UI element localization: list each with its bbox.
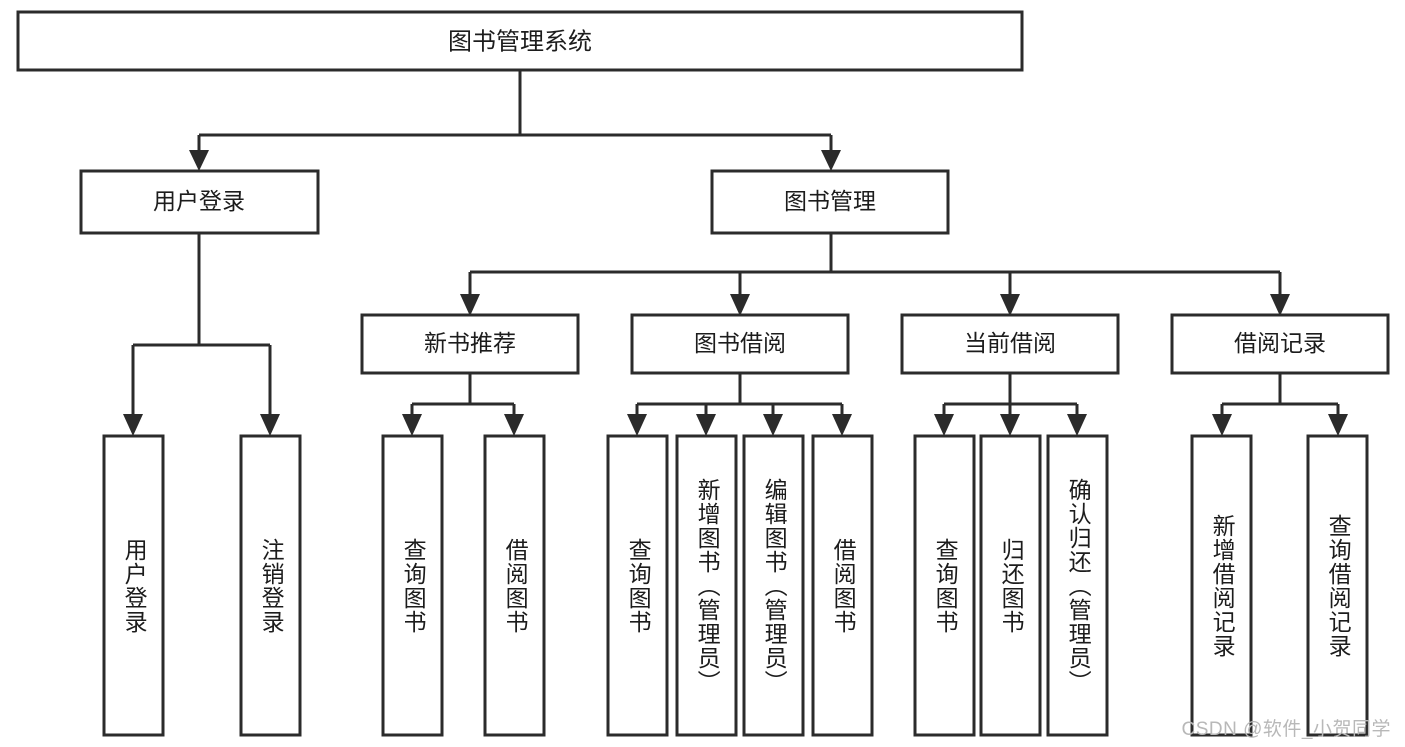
arrow-head-borrowrecord-leaf-2 (1328, 414, 1348, 436)
arrow-head-borrow-record (1270, 294, 1290, 316)
leaf-box-borrow-add-book[interactable] (675, 434, 738, 737)
node-root-system[interactable]: 图书管理系统 (16, 10, 1024, 72)
node-root-system-box[interactable] (16, 10, 1024, 72)
node-borrow-record-box[interactable] (1170, 313, 1390, 375)
arrow-head-currentborrow-leaf-2 (1000, 414, 1020, 436)
arrow-head-bookborrow-leaf-3 (763, 414, 783, 436)
arrow-head-newbook-leaf-2 (504, 414, 524, 436)
arrow-head-book-manage (821, 150, 841, 171)
leaf-box-newbook-query-book[interactable] (381, 434, 444, 737)
arrow-head-borrowrecord-leaf-1 (1212, 414, 1232, 436)
node-current-borrow-box[interactable] (900, 313, 1120, 375)
node-user-login-box[interactable] (79, 169, 320, 235)
arrow-head-user-login (189, 150, 209, 171)
node-book-manage-box[interactable] (710, 169, 950, 235)
arrow-head-bookborrow-leaf-4 (832, 414, 852, 436)
leaf-box-logout[interactable] (239, 434, 302, 737)
leaf-box-current-return-book[interactable] (979, 434, 1042, 737)
arrow-head-new-book-recommend (460, 294, 480, 316)
leaf-box-borrow-borrow-book[interactable] (811, 434, 874, 737)
leaf-box-borrow-query-book[interactable] (606, 434, 669, 737)
node-borrow-record[interactable]: 借阅记录 (1170, 313, 1390, 375)
leaf-box-record-query-record[interactable] (1306, 434, 1369, 737)
node-book-manage[interactable]: 图书管理 (710, 169, 950, 235)
node-root-system-label: 图书管理系统 (448, 28, 592, 55)
node-user-login[interactable]: 用户登录 (79, 169, 320, 235)
leaf-box-record-add-record[interactable] (1190, 434, 1253, 737)
arrow-head-bookborrow-leaf-2 (696, 414, 716, 436)
arrow-head-leaf-logout (260, 414, 280, 436)
node-current-borrow-label: 当前借阅 (964, 330, 1056, 356)
node-book-borrow[interactable]: 图书借阅 (630, 313, 850, 375)
leaf-box-newbook-borrow-book[interactable] (483, 434, 546, 737)
node-book-borrow-box[interactable] (630, 313, 850, 375)
arrow-head-newbook-leaf-1 (402, 414, 422, 436)
leaf-box-current-confirm-return[interactable] (1046, 434, 1109, 737)
leaf-box-user-login[interactable] (102, 434, 165, 737)
node-new-book-recommend-box[interactable] (360, 313, 580, 375)
node-current-borrow[interactable]: 当前借阅 (900, 313, 1120, 375)
leaf-box-current-query-book[interactable] (913, 434, 976, 737)
arrow-head-book-borrow (730, 294, 750, 316)
arrow-head-bookborrow-leaf-1 (627, 414, 647, 436)
node-user-login-label: 用户登录 (153, 188, 245, 214)
node-new-book-recommend[interactable]: 新书推荐 (360, 313, 580, 375)
arrow-head-leaf-user-login (123, 414, 143, 436)
arrow-head-current-borrow (1000, 294, 1020, 316)
node-book-manage-label: 图书管理 (784, 188, 876, 214)
node-new-book-recommend-label: 新书推荐 (424, 330, 516, 356)
leaf-box-borrow-edit-book[interactable] (742, 434, 805, 737)
node-borrow-record-label: 借阅记录 (1234, 330, 1326, 356)
node-book-borrow-label: 图书借阅 (694, 330, 786, 356)
connector-group (123, 70, 1348, 436)
arrow-head-currentborrow-leaf-1 (934, 414, 954, 436)
arrow-head-currentborrow-leaf-3 (1067, 414, 1087, 436)
